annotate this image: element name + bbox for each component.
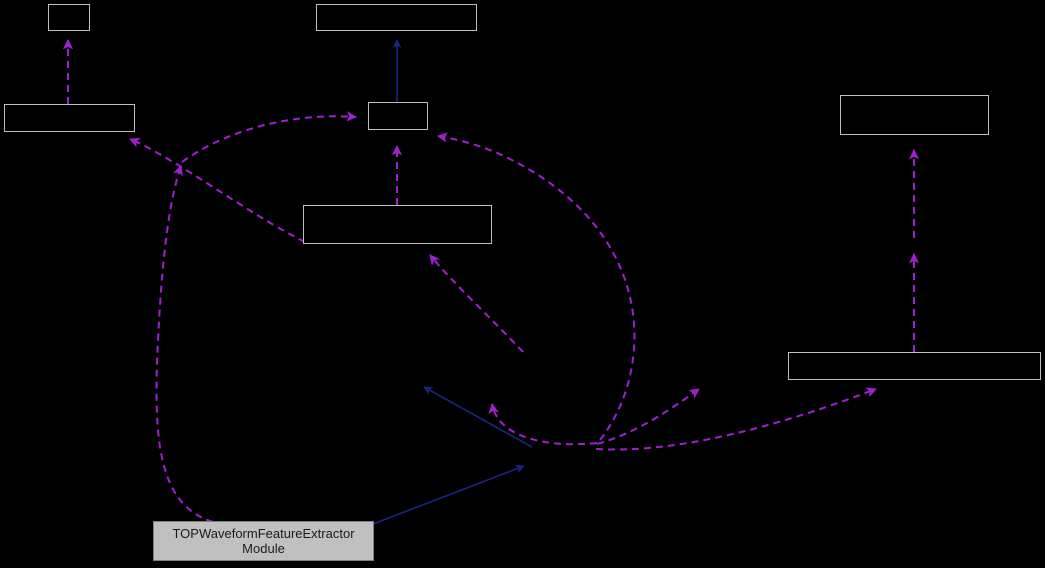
class-node-right-bottom[interactable] — [788, 352, 1041, 380]
class-node-right-top[interactable] — [840, 95, 989, 135]
edge-fan-to-arrow-705 — [596, 388, 700, 445]
edge-centermid-to-leftwide-cross — [129, 137, 306, 243]
edge-fan-to-centersmall-right — [436, 132, 636, 441]
class-node-center-small[interactable] — [368, 102, 428, 130]
class-node-focus-topwaveformfeatureextractormodule[interactable]: TOPWaveformFeatureExtractor Module — [153, 521, 374, 561]
class-node-top-left-small[interactable] — [48, 4, 90, 31]
class-node-label: TOPWaveformFeatureExtractor Module — [172, 526, 355, 556]
edge-group-inheritance — [359, 39, 533, 530]
edge-fan-to-blue-arrow-upleft — [423, 386, 533, 448]
edge-focus-to-leftwide-long — [155, 165, 214, 523]
class-node-top-center-wide[interactable] — [316, 4, 477, 31]
edge-leftcurve-to-centersmall — [181, 111, 358, 163]
edge-focus-to-fan-solid — [359, 464, 525, 530]
edge-fan-to-up-arrow-mid — [488, 402, 598, 446]
edge-fan-to-rightbottom — [595, 387, 877, 451]
edge-group-usage — [62, 38, 920, 523]
edge-fan-to-centermid — [429, 254, 524, 353]
class-node-center-mid[interactable] — [303, 205, 492, 244]
class-node-left-wide[interactable] — [4, 104, 135, 132]
